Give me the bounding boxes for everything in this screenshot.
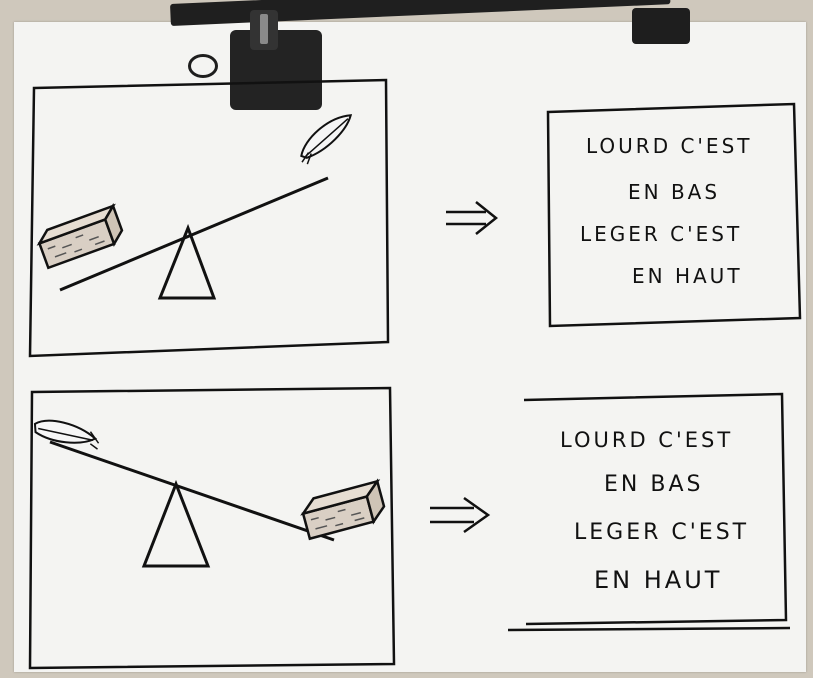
bottom-feather-icon xyxy=(33,418,102,450)
top-text-line-4: EN HAUT xyxy=(632,264,743,288)
top-brick-icon xyxy=(36,206,125,268)
top-text-line-2: EN BAS xyxy=(628,180,720,204)
top-text-line-3: LEGER C'EST xyxy=(580,222,742,246)
bottom-brick-icon xyxy=(300,481,387,538)
top-implies-arrow xyxy=(446,202,496,234)
bottom-fulcrum xyxy=(144,484,208,566)
bottom-text-line-2: EN BAS xyxy=(604,472,703,497)
bottom-implies-arrow xyxy=(430,498,488,532)
bottom-text-line-4: EN HAUT xyxy=(594,566,722,594)
top-text-line-1: LOURD C'EST xyxy=(586,134,752,158)
bottom-text-box-base xyxy=(508,628,790,630)
bottom-text-line-3: LEGER C'EST xyxy=(574,520,749,545)
bottom-text-line-1: LOURD C'EST xyxy=(560,428,733,452)
top-feather-icon xyxy=(292,113,362,166)
